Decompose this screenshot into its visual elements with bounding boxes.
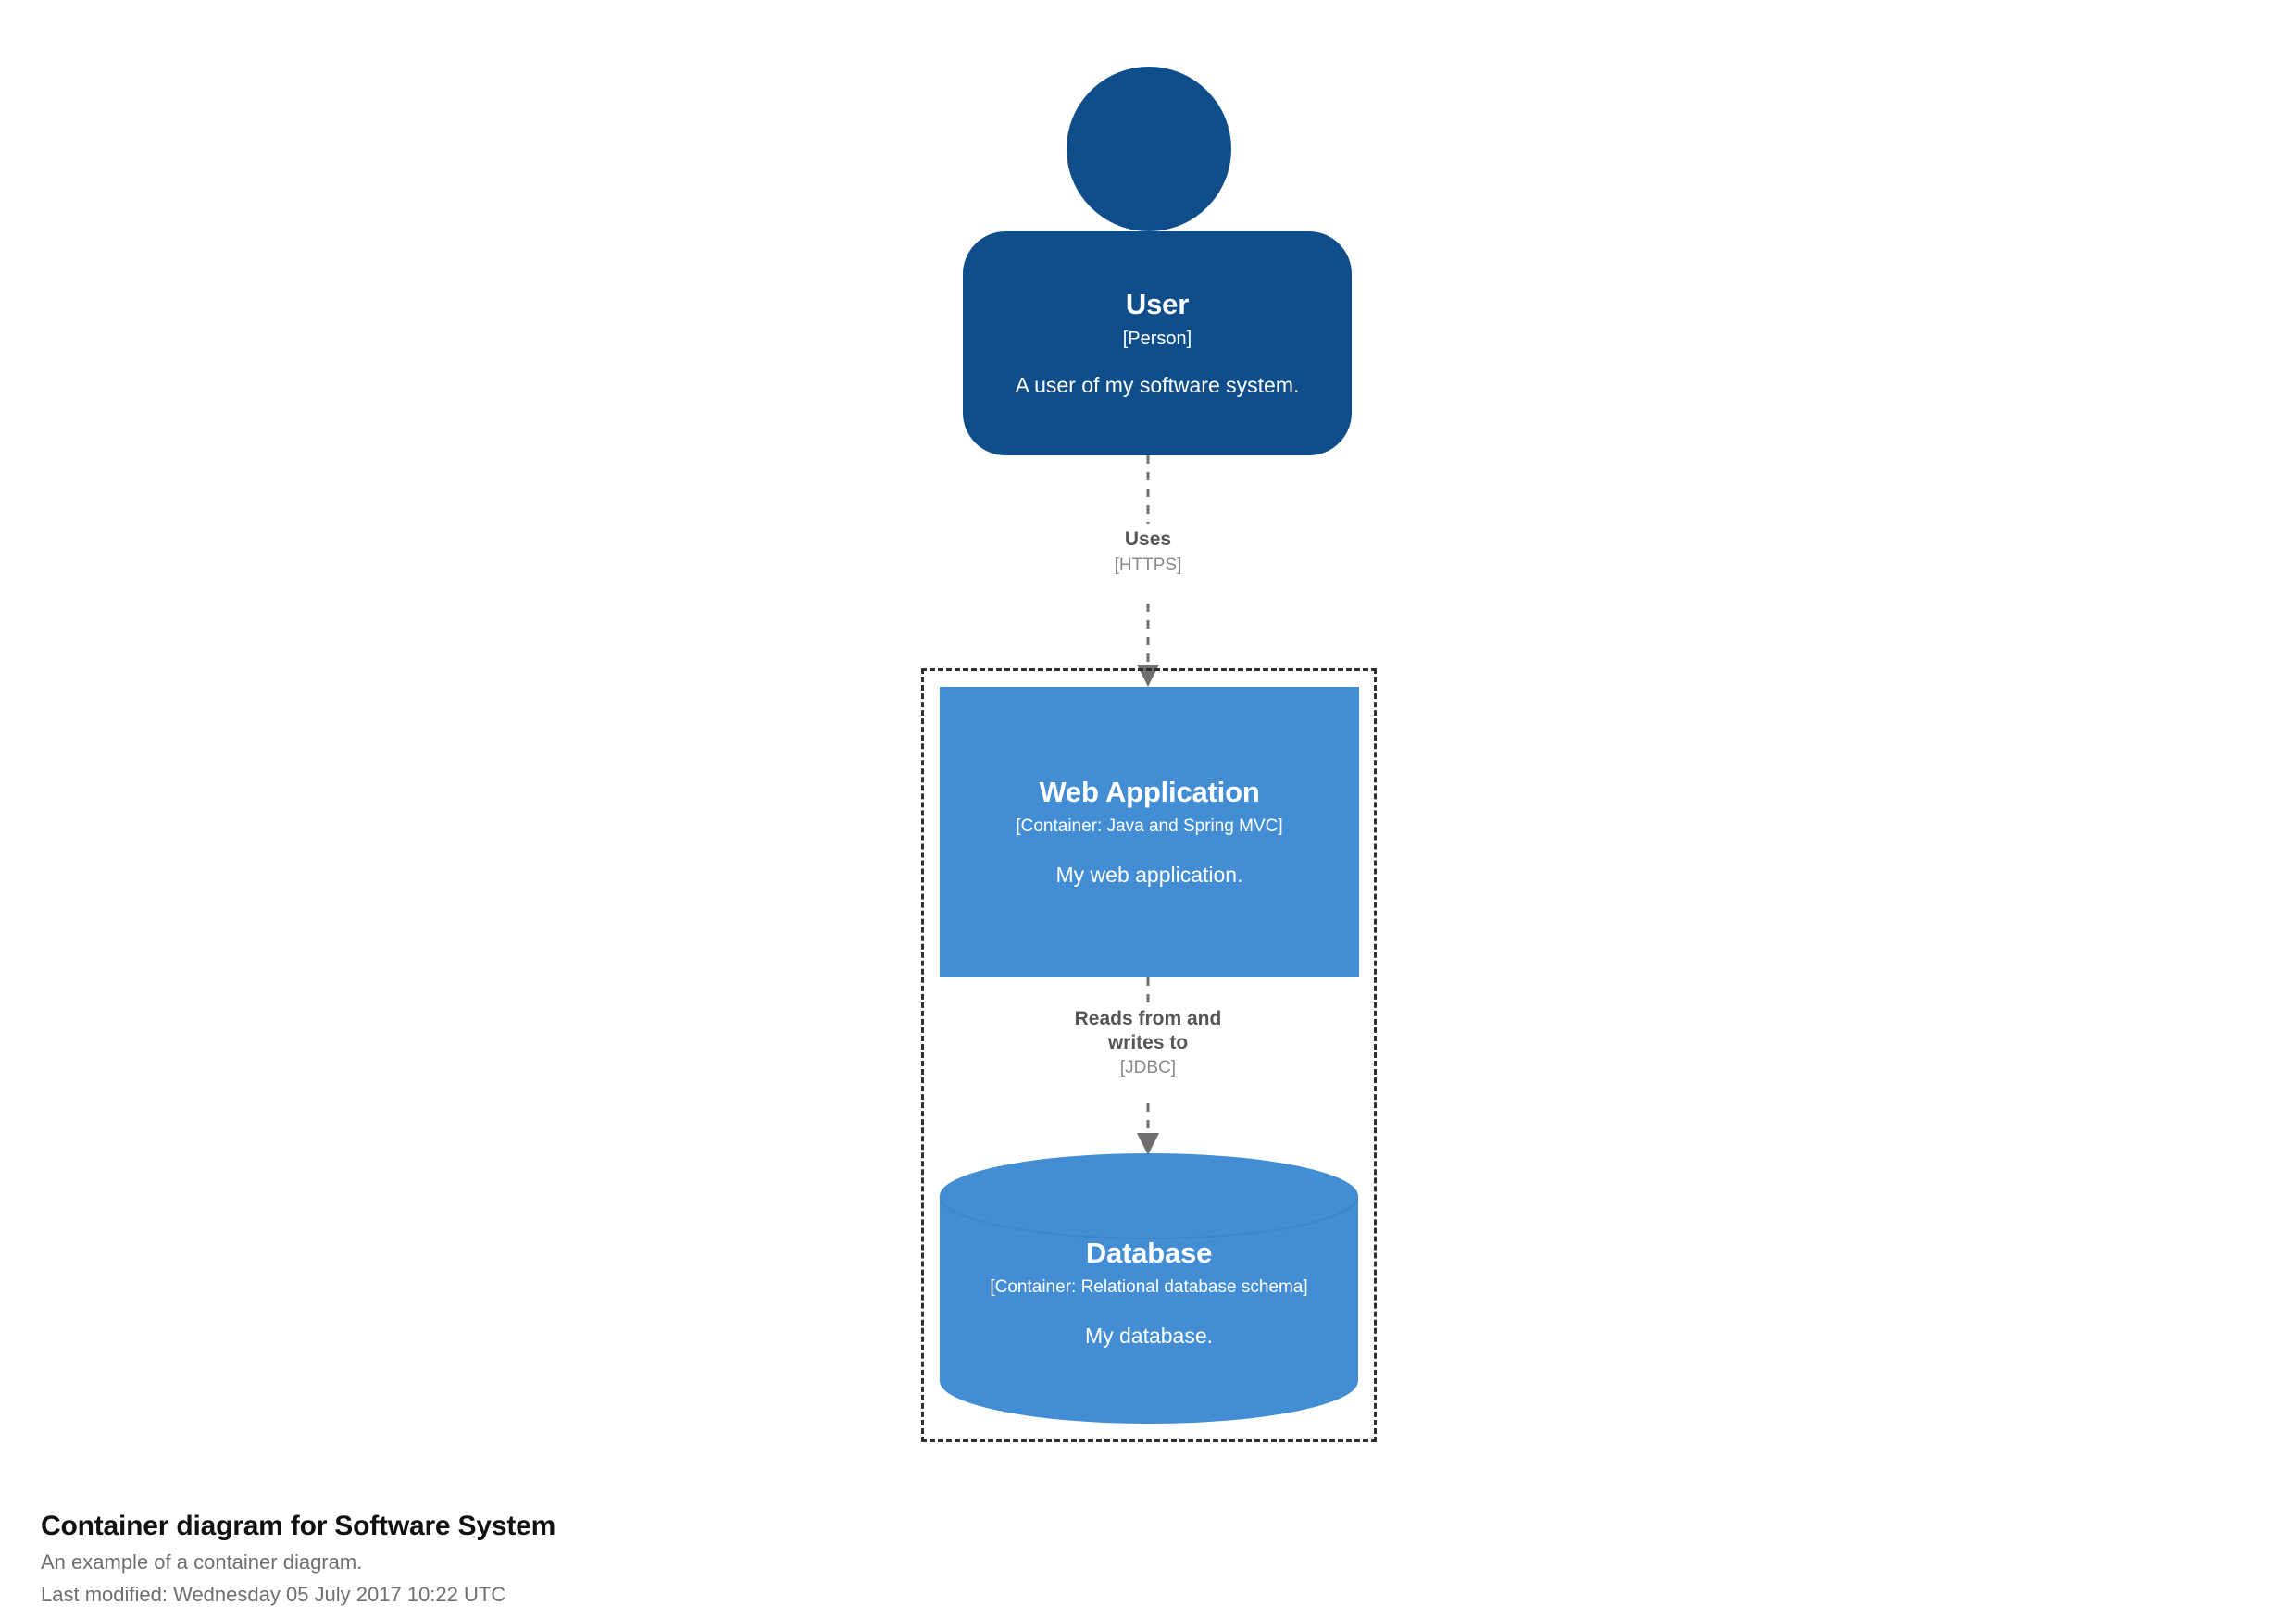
element-database-name: Database [1085,1237,1213,1270]
element-database-description: My database. [1084,1323,1214,1348]
relationship-uses-tech: [HTTPS] [1114,554,1182,575]
diagram-last-modified: Last modified: Wednesday 05 July 2017 10… [41,1582,506,1606]
person-body-shape [963,231,1352,455]
system-boundary [921,668,1377,1442]
element-web-application-description: My web application. [1055,862,1243,887]
relationship-reads-writes-label: Reads from and writes to [JDBC] [1046,1007,1250,1078]
element-user-text: User [Person] A user of my software syst… [963,231,1352,455]
relationship-uses-label: Uses [HTTPS] [1065,528,1231,576]
element-user-name: User [1125,287,1190,320]
element-user-description: A user of my software system. [1015,372,1300,397]
element-database[interactable]: Database [Container: Relational database… [940,1153,1358,1424]
element-web-application-tech: [Container: Java and Spring MVC] [1016,815,1283,836]
relationship-reads-writes-line [1137,977,1159,1155]
person-head-shape [1067,67,1231,231]
relationship-reads-writes-description-line2: writes to [1107,1031,1189,1053]
relationship-uses-description: Uses [1124,529,1172,550]
element-user[interactable]: User [Person] A user of my software syst… [963,67,1352,455]
database-cylinder-shape [940,1153,1358,1424]
relationship-reads-writes-description-line1: Reads from and [1074,1008,1222,1029]
diagram-caption: Container diagram for Software System An… [41,1509,1337,1609]
element-database-text: Database [Container: Relational database… [940,1196,1358,1390]
element-web-application-name: Web Application [1039,776,1260,809]
element-database-tech: [Container: Relational database schema] [990,1276,1308,1297]
relationship-reads-writes[interactable]: Reads from and writes to [JDBC] [1046,977,1250,1155]
relationship-uses[interactable]: Uses [HTTPS] [1065,455,1231,687]
arrowhead-icon [1137,1133,1159,1155]
relationship-reads-writes-tech: [JDBC] [1119,1058,1177,1078]
element-web-application[interactable]: Web Application [Container: Java and Spr… [940,687,1359,977]
diagram-description: An example of a container diagram. [41,1550,363,1574]
diagram-title: Container diagram for Software System [41,1511,556,1541]
element-user-tech: [Person] [1122,328,1192,349]
